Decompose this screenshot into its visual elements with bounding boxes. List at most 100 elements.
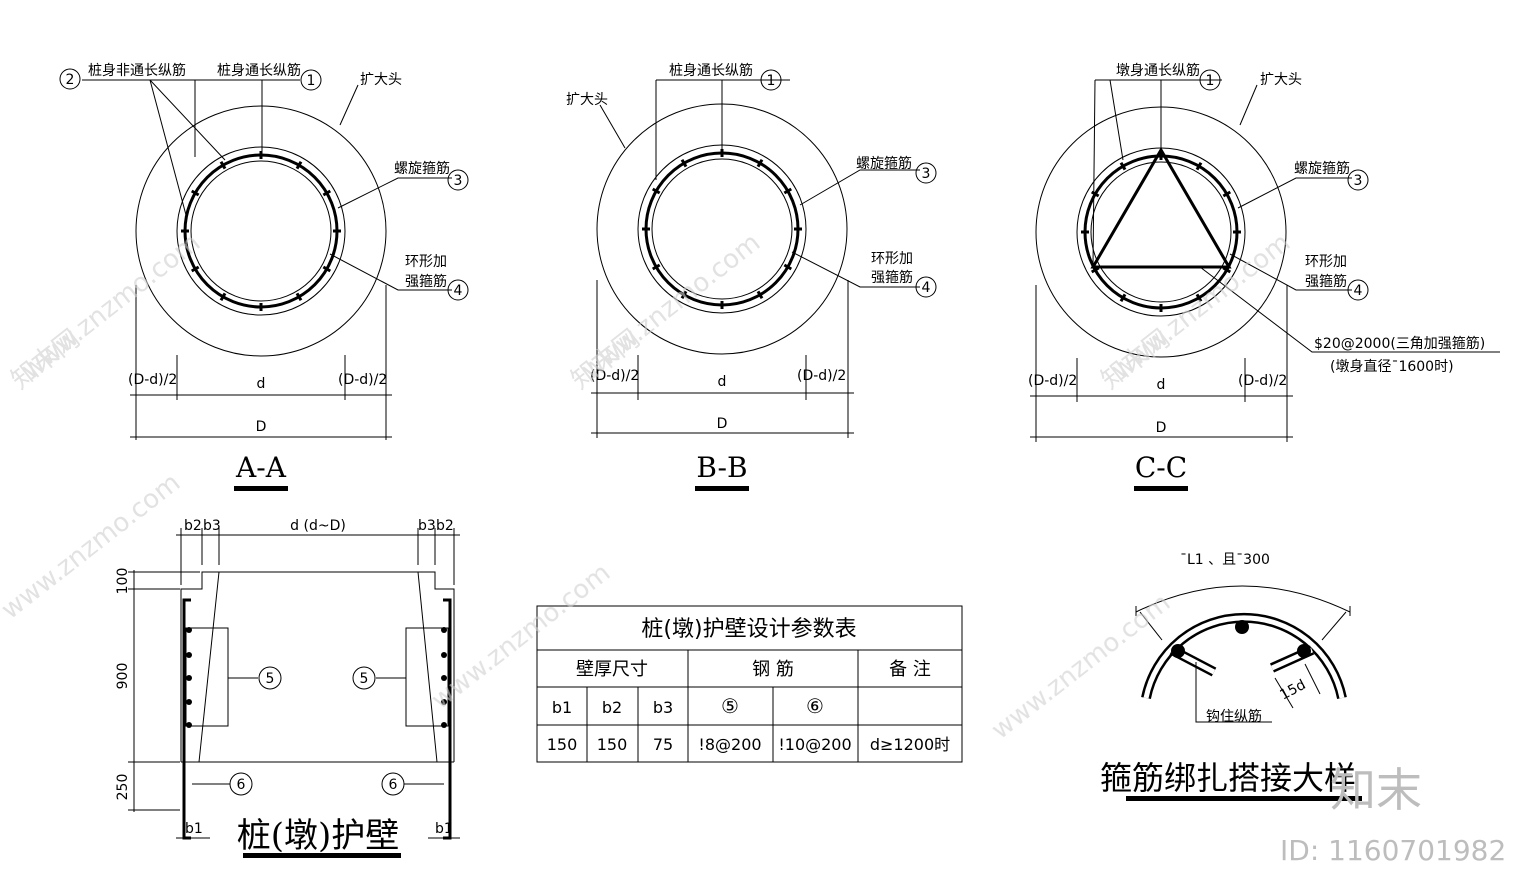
spiral-stirrup	[183, 153, 339, 309]
longitudinal-bars	[642, 149, 802, 309]
section-a-a: 2 1 3 4 桩身非通长纵筋 桩身通长纵筋 扩大头 螺旋箍筋 环形加 强箍筋 …	[59, 62, 469, 491]
wall-title-underline	[243, 853, 401, 858]
longitudinal-bar-tick	[1222, 190, 1232, 198]
callout-6-left-text: 6	[237, 777, 246, 793]
leader-enlarged	[599, 104, 626, 149]
longitudinal-bar-tick	[756, 290, 764, 300]
dim-D: D	[717, 416, 728, 432]
longitudinal-bar-tick	[756, 158, 764, 168]
longitudinal-bar-tick	[783, 263, 793, 271]
dim-b2-left: b2	[184, 518, 202, 534]
label-enlarged: 扩大头	[360, 72, 402, 88]
callout-6-right-text: 6	[389, 777, 398, 793]
watermark-site: www.znzmo.com	[0, 468, 186, 626]
leader-triangle	[1199, 266, 1500, 353]
dim-900: 900	[115, 663, 131, 690]
label-ring-a: 环形加	[1305, 254, 1347, 270]
dim-b3-left: b3	[203, 518, 221, 534]
callout-circle-3	[1347, 169, 1369, 191]
longitudinal-bar-tick	[190, 189, 200, 197]
label-through: 桩身通长纵筋	[669, 62, 753, 79]
callout-circle-4	[915, 276, 937, 298]
callout-circle-1	[1199, 69, 1221, 91]
label-spiral: 螺旋箍筋	[394, 160, 450, 177]
callout-circle-4	[447, 279, 469, 301]
wall-taper-right	[417, 571, 438, 763]
table-cell-note: d≥1200时	[870, 735, 950, 754]
longitudinal-bar-tick	[295, 160, 303, 170]
label-ring-a: 环形加	[871, 251, 913, 267]
label-through: 桩身通长纵筋	[217, 62, 301, 79]
ring-bar-dot	[441, 722, 447, 728]
callout-3: 3	[454, 173, 463, 189]
label-ring-b: 强箍筋	[871, 269, 913, 286]
leader-ring	[1229, 253, 1352, 291]
section-c-c: 1 3 4 墩身通长纵筋 扩大头 螺旋箍筋 环形加 强箍筋 $20@2000(三…	[1028, 62, 1500, 491]
table-cell-5: !8@200	[698, 735, 761, 754]
wall-outline-top	[180, 571, 455, 762]
table-group-rebar: 钢 筋	[752, 659, 794, 680]
callout-box-right	[405, 627, 449, 727]
pile-outer-ring	[176, 146, 346, 316]
ring-bar-dot	[186, 699, 192, 705]
callout-5-left-text: 5	[266, 671, 275, 687]
label-ring-b: 强箍筋	[405, 273, 447, 290]
longitudinal-bar	[1297, 644, 1311, 658]
watermark: www.znzmo.com www.znzmo.com www.znzmo.co…	[0, 228, 1296, 746]
callout-5-right-text: 5	[360, 671, 369, 687]
longitudinal-bar-tick	[219, 292, 227, 302]
longitudinal-bar-tick	[1090, 190, 1100, 198]
longitudinal-bar-tick	[219, 160, 227, 170]
label-enlarged: 扩大头	[1260, 72, 1302, 88]
dim-left: (D-d)/2	[1028, 373, 1077, 389]
callout-4: 4	[454, 283, 463, 299]
table-group-note: 备 注	[889, 659, 931, 680]
dim-15d-line-b	[1304, 663, 1321, 695]
callout-6-left	[229, 772, 253, 796]
ring-bar-dot	[441, 652, 447, 658]
leader-spiral	[337, 177, 452, 209]
longitudinal-bar-tick	[1222, 266, 1232, 274]
table-cell-b3: 75	[653, 735, 673, 754]
dim-D: D	[256, 419, 267, 435]
longitudinal-bar-tick	[783, 187, 793, 195]
longitudinal-bar-tick	[295, 292, 303, 302]
callout-4: 4	[1354, 283, 1363, 299]
ring-bar-dot	[441, 699, 447, 705]
vertical-bar-left	[182, 598, 191, 840]
label-hook: 钩住纵筋	[1206, 708, 1262, 725]
longitudinal-bar-tick	[651, 263, 661, 271]
callout-2: 2	[66, 72, 75, 88]
section-title-c-c: C-C	[1135, 451, 1187, 484]
table-head-b2: b2	[602, 698, 622, 717]
leader-enlarged	[339, 84, 359, 126]
longitudinal-bar-tick	[1119, 161, 1127, 171]
callout-circle-1	[300, 69, 322, 91]
dim-250: 250	[115, 774, 131, 801]
longitudinal-bar-tick	[322, 189, 332, 197]
title-underline	[1134, 486, 1188, 491]
callout-circle-3	[447, 169, 469, 191]
dim-right: (D-d)/2	[797, 368, 846, 384]
label-ring-b: 强箍筋	[1305, 273, 1347, 290]
label-spiral: 螺旋箍筋	[856, 155, 912, 172]
table-cell-b2: 150	[597, 735, 628, 754]
label-spiral: 螺旋箍筋	[1294, 160, 1350, 177]
table-border	[536, 605, 963, 763]
dim-b1-left: b1	[185, 821, 203, 837]
longitudinal-bar-tick	[1119, 293, 1127, 303]
callout-circle-1	[760, 69, 782, 91]
dim-b1-right: b1	[435, 821, 453, 837]
ring-bar-dot	[186, 722, 192, 728]
leader-through-1	[1092, 79, 1096, 266]
ring-bar-dot	[186, 675, 192, 681]
callout-5-right	[352, 666, 376, 690]
label-through: 墩身通长纵筋	[1116, 62, 1200, 79]
longitudinal-bar-tick	[680, 158, 688, 168]
dim-left: (D-d)/2	[590, 368, 639, 384]
longitudinal-bar-tick	[1090, 266, 1100, 274]
ring-bar-dot	[186, 652, 192, 658]
table-cell-b1: 150	[547, 735, 578, 754]
dim-100: 100	[115, 568, 131, 595]
lap-dim-arc	[1135, 585, 1351, 613]
